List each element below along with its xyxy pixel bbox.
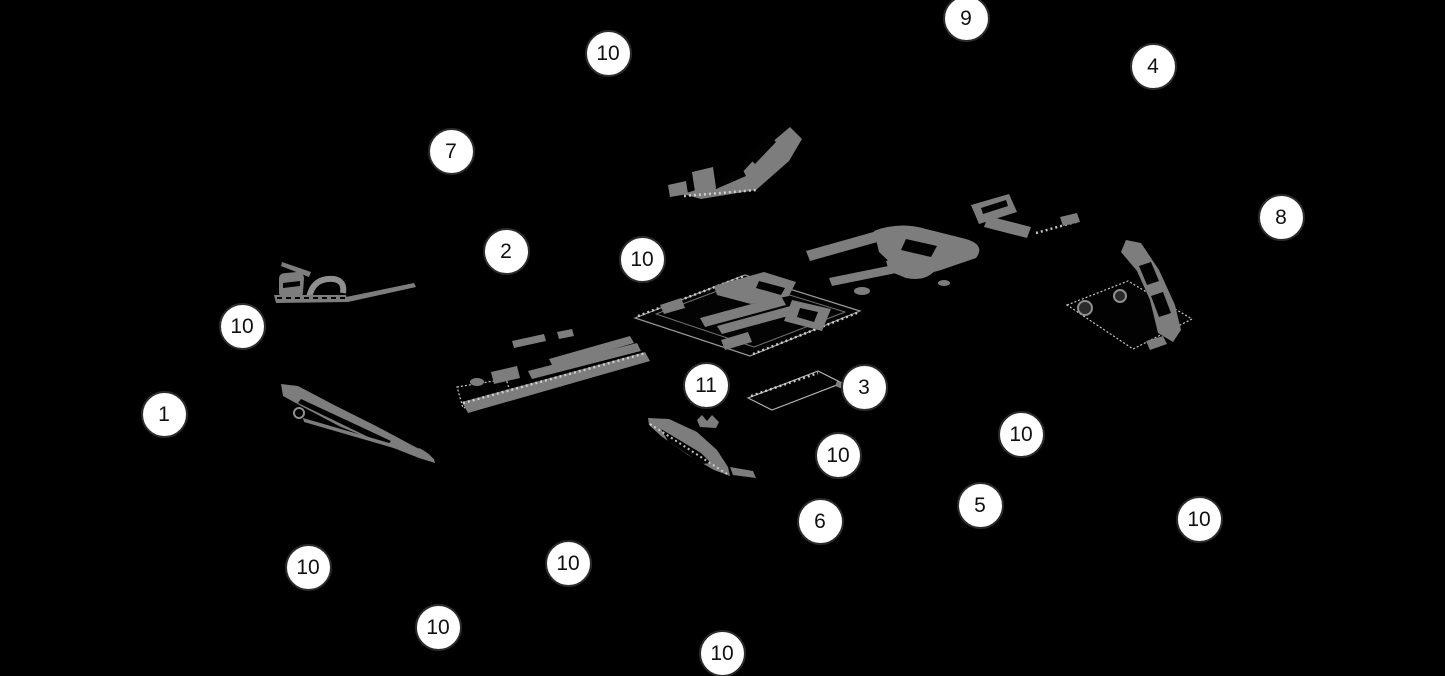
callout-label: 10 bbox=[296, 555, 320, 579]
callout-10-19: 10 bbox=[698, 629, 746, 676]
callout-10-7: 10 bbox=[218, 302, 266, 350]
callout-label: 10 bbox=[230, 314, 254, 338]
callout-3-10: 3 bbox=[840, 363, 888, 411]
part-top-wing-panel bbox=[668, 127, 802, 199]
callout-8-4: 8 bbox=[1257, 193, 1305, 241]
part-main-deck bbox=[633, 272, 862, 357]
callout-10-16: 10 bbox=[284, 543, 332, 591]
callout-9-1: 9 bbox=[942, 0, 990, 42]
callout-10-6: 10 bbox=[618, 235, 666, 283]
callout-10-0: 10 bbox=[584, 29, 632, 77]
callout-1-8: 1 bbox=[140, 390, 188, 438]
callout-11-9: 11 bbox=[682, 361, 730, 409]
callout-6-14: 6 bbox=[796, 497, 844, 545]
callout-10-15: 10 bbox=[1175, 495, 1223, 543]
callout-label: 8 bbox=[1275, 205, 1287, 229]
callout-label: 4 bbox=[1147, 54, 1159, 78]
part-small-left bbox=[274, 262, 416, 303]
part-right-assembly bbox=[806, 194, 1080, 295]
callout-label: 10 bbox=[826, 443, 850, 467]
callout-label: 10 bbox=[556, 551, 580, 575]
callout-label: 3 bbox=[858, 375, 870, 399]
part-tail-fin bbox=[1065, 240, 1194, 350]
part-left-wing-blade bbox=[281, 384, 435, 463]
part-bottom-wedge bbox=[648, 415, 756, 478]
callout-label: 1 bbox=[158, 402, 170, 426]
callout-label: 10 bbox=[710, 641, 734, 665]
callout-10-11: 10 bbox=[997, 410, 1045, 458]
callout-10-17: 10 bbox=[544, 539, 592, 587]
callout-7-3: 7 bbox=[427, 127, 475, 175]
callout-label: 10 bbox=[426, 615, 450, 639]
callout-10-18: 10 bbox=[414, 603, 462, 651]
callout-label: 10 bbox=[1009, 422, 1033, 446]
callout-label: 10 bbox=[596, 41, 620, 65]
callout-2-5: 2 bbox=[482, 227, 530, 275]
callout-label: 2 bbox=[500, 239, 512, 263]
callout-label: 10 bbox=[1187, 507, 1211, 531]
part-chassis-rail bbox=[456, 329, 650, 413]
callout-label: 6 bbox=[814, 509, 826, 533]
callout-label: 9 bbox=[960, 6, 972, 30]
callout-label: 7 bbox=[445, 139, 457, 163]
callout-5-13: 5 bbox=[956, 481, 1004, 529]
callout-4-2: 4 bbox=[1129, 42, 1177, 90]
callout-label: 10 bbox=[630, 247, 654, 271]
callout-label: 5 bbox=[974, 493, 986, 517]
callout-label: 11 bbox=[695, 373, 717, 397]
callout-10-12: 10 bbox=[814, 431, 862, 479]
